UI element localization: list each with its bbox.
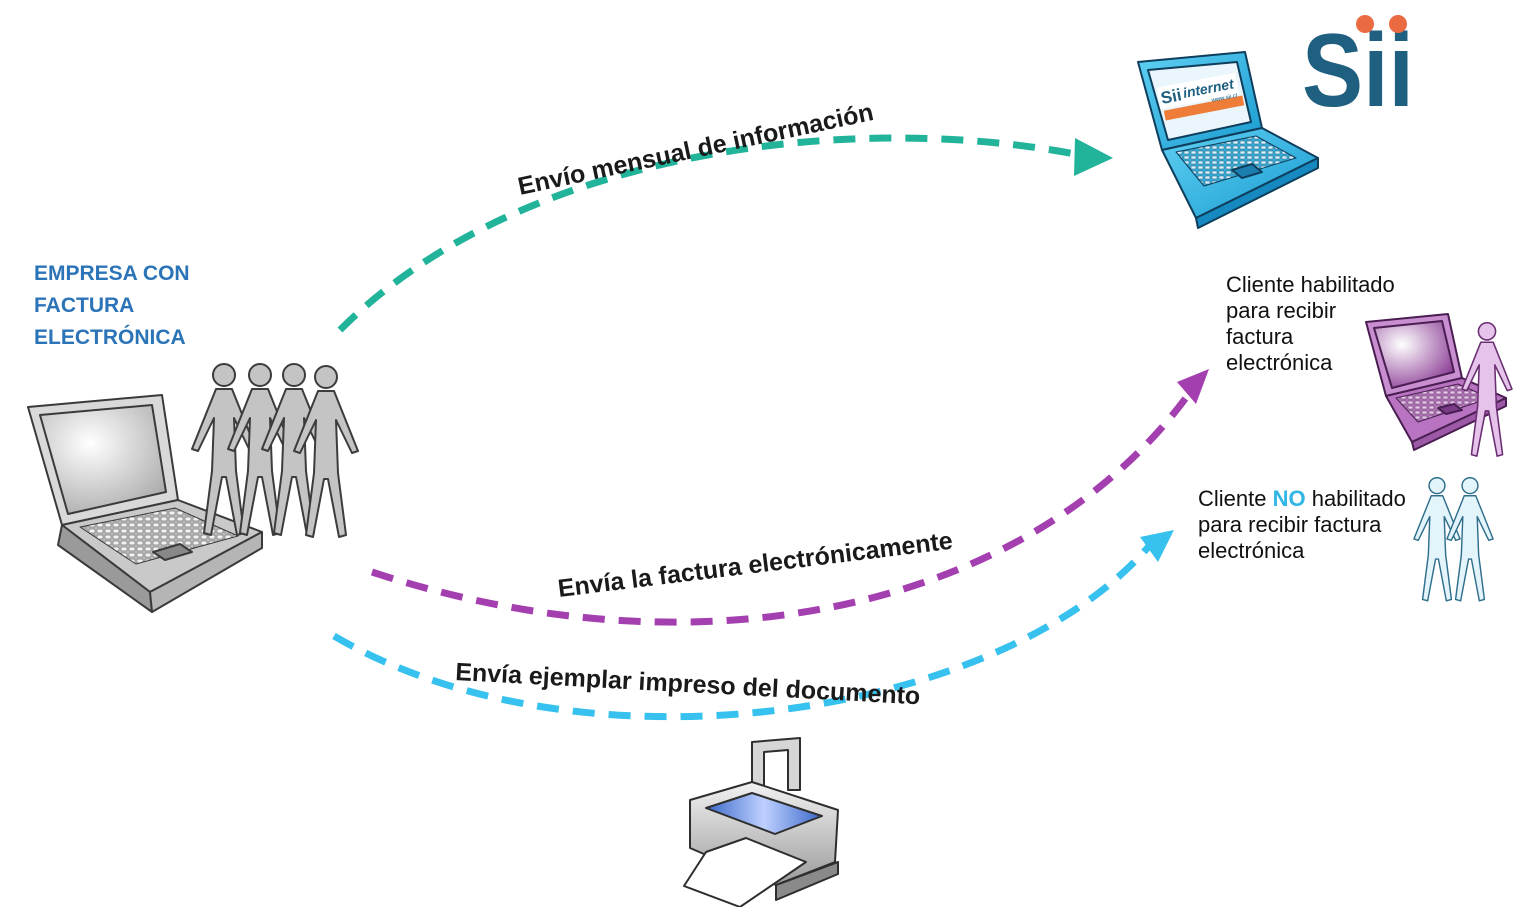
client-enabled-line4: electrónica [1226, 350, 1333, 375]
printer-icon [683, 737, 839, 907]
arrowhead-sii [1074, 138, 1113, 176]
flow-arrow-electronic [370, 369, 1209, 626]
client-not-enabled-line1: Cliente NO habilitado [1198, 486, 1406, 512]
company-label: EMPRESA CON FACTURA ELECTRÓNICA [34, 258, 190, 354]
client-enabled-line2: para recibir [1226, 298, 1337, 323]
arrowhead-electronic [1177, 369, 1209, 404]
company-label-line2: FACTURA [34, 294, 135, 317]
client-enabled-line3: factura [1226, 324, 1294, 349]
client-not-enabled-label: Cliente NO habilitado para recibir factu… [1198, 486, 1406, 564]
client-enabled-line1: Cliente habilitado [1226, 272, 1395, 297]
company-label-line3: ELECTRÓNICA [34, 326, 186, 349]
client-enabled-laptop-icon [1365, 313, 1507, 451]
client-not-enabled-line2: para recibir factura [1198, 512, 1382, 537]
arrowhead-printed [1140, 530, 1174, 562]
client-not-enabled-line3: electrónica [1198, 538, 1305, 563]
sii-internet-screen-logo: Sii internet www.sii.cl [1156, 72, 1245, 121]
client-enabled-label: Cliente habilitado para recibir factura … [1226, 272, 1395, 376]
flow-label-sii: Envío mensual de información [515, 98, 875, 201]
sii-logo: Sii [1302, 13, 1414, 129]
client-not-enabled-emphasis: NO [1272, 486, 1306, 511]
screen-logo-url: www.sii.cl [1210, 93, 1238, 104]
flow-arrow-printed [332, 530, 1174, 721]
screen-logo-brand: Sii [1159, 85, 1183, 108]
sii-logo-dot-1 [1356, 15, 1374, 33]
company-people-icon [191, 363, 359, 538]
client-not-enabled-post: habilitado [1305, 486, 1406, 511]
sii-logo-dot-2 [1389, 15, 1407, 33]
client-not-enabled-people-icon [1413, 477, 1494, 602]
flow-label-electronic: Envía la factura electrónicamente [556, 527, 954, 603]
client-not-enabled-pre: Cliente [1198, 486, 1273, 511]
company-label-line1: EMPRESA CON [34, 262, 190, 285]
flow-label-printed: Envía ejemplar impreso del documento [455, 658, 921, 710]
flow-arrow-sii [337, 134, 1113, 333]
